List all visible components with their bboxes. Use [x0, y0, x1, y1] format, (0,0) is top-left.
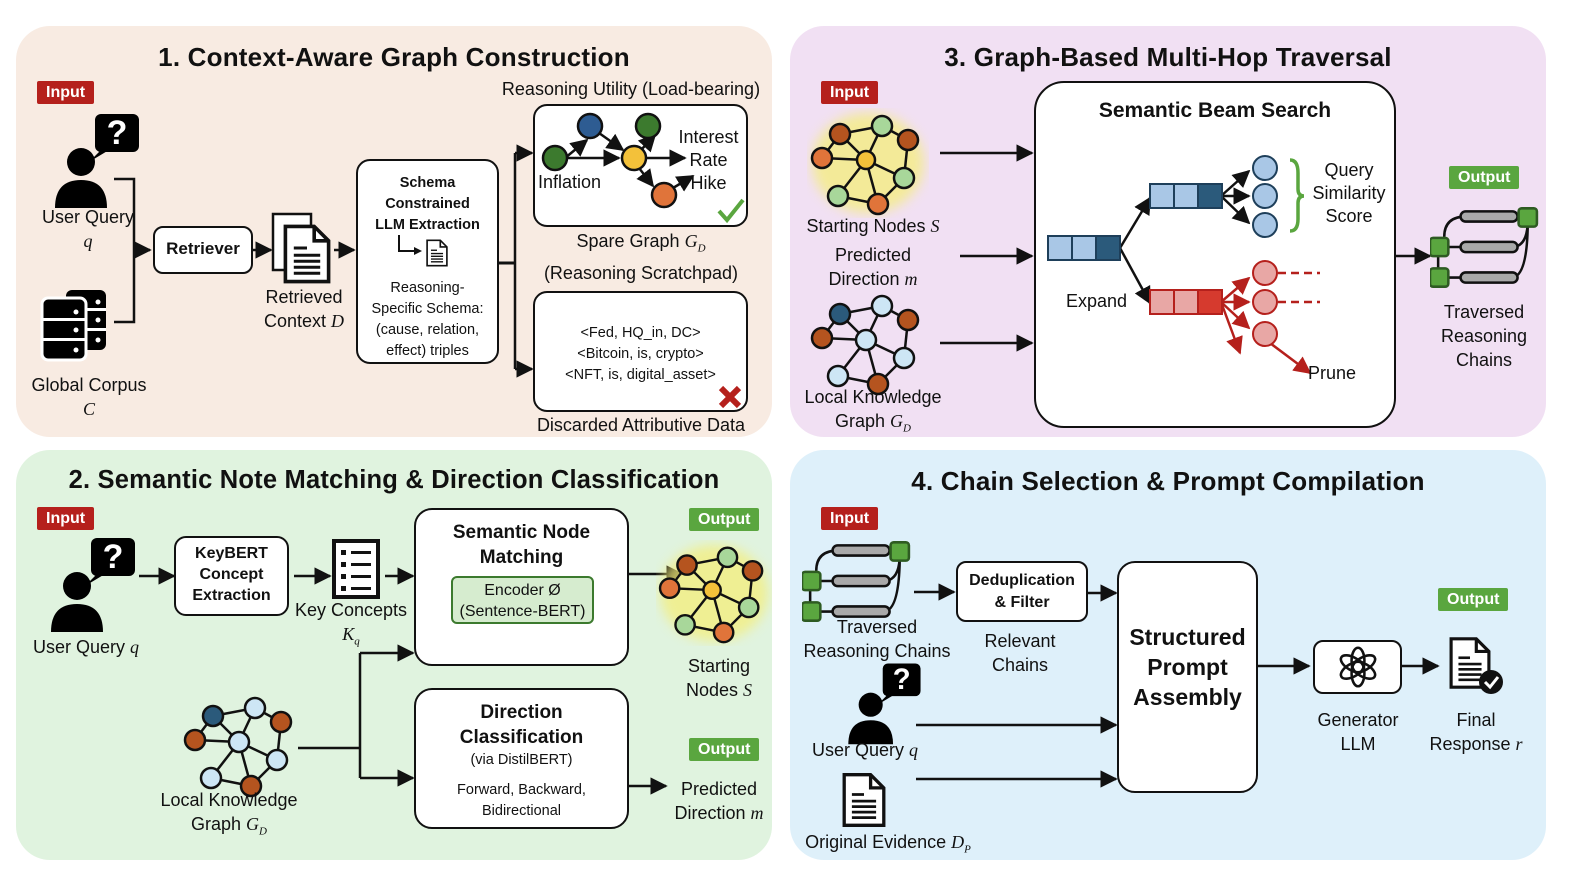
- similarity-brace: [1289, 158, 1305, 233]
- reasoning-chains-icon: [1430, 206, 1542, 288]
- local-knowledge-graph-icon: [180, 690, 302, 800]
- encoder-box: Encoder Ø(Sentence-BERT): [451, 576, 594, 624]
- beam-search-diagram: [1047, 155, 1320, 375]
- panel-title: 4. Chain Selection & Prompt Compilation: [911, 466, 1425, 496]
- retriever-label: Retriever: [166, 239, 240, 258]
- panel-title: 1. Context-Aware Graph Construction: [158, 42, 630, 72]
- panel1-connectors: [114, 144, 534, 378]
- discarded-caption: Discarded Attributive Data: [536, 415, 746, 435]
- generator-llm-box[interactable]: [1313, 640, 1402, 694]
- discarded-triples: <Fed, HQ_in, DC> <Bitcoin, is, crypto> <…: [535, 323, 746, 386]
- output-badge: Output: [1438, 588, 1509, 611]
- starting-nodes-graph-icon: [656, 540, 772, 646]
- panel-prompt-compilation: 4. Chain Selection & Prompt Compilation …: [790, 450, 1546, 860]
- dedup-filter-box[interactable]: Deduplication& Filter: [956, 561, 1088, 622]
- panel-graph-construction: 1. Context-Aware Graph Construction Inpu…: [16, 26, 772, 437]
- input-badge: Input: [821, 507, 879, 530]
- extract-doc-icon: [398, 235, 448, 267]
- semantic-beam-search-box: Semantic Beam Search: [1034, 81, 1396, 428]
- panel-title: 2. Semantic Note Matching & Direction Cl…: [68, 466, 720, 494]
- user-query-label: User Query q: [811, 740, 919, 760]
- triple: <Bitcoin, is, crypto>: [577, 346, 704, 362]
- expand-label: Expand: [1066, 291, 1128, 311]
- prune-label: Prune: [1308, 363, 1357, 383]
- starting-nodes-label: Starting Nodes S: [806, 216, 940, 236]
- dc-via: (via DistilBERT): [470, 752, 573, 768]
- retriever-box[interactable]: Retriever: [153, 226, 253, 274]
- panel3-connectors: [940, 144, 1432, 352]
- triple: <NFT, is, digital_asset>: [565, 367, 716, 383]
- output-badge: Output: [689, 508, 760, 531]
- llm-logo-icon: [1339, 646, 1377, 688]
- check-icon: [717, 198, 745, 224]
- sparse-graph-label: Spare Graph GD (Reasoning Scratchpad): [543, 231, 739, 283]
- dc-options: Forward, Backward,Bidirectional: [457, 782, 586, 819]
- reasoning-utility-caption: Reasoning Utility (Load-bearing): [501, 79, 761, 99]
- output-badge: Output: [1449, 166, 1520, 189]
- final-response-doc-icon: [1449, 637, 1503, 694]
- key-concepts-list-icon: [332, 539, 380, 599]
- dedup-label: Deduplication& Filter: [969, 572, 1075, 611]
- cross-icon: [718, 385, 742, 409]
- triple: <Fed, HQ_in, DC>: [580, 325, 701, 341]
- retrieved-docs-icon: [271, 212, 331, 284]
- original-evidence-label: Original Evidence DP: [805, 832, 971, 856]
- input-badge: Input: [37, 81, 95, 104]
- panel-multi-hop-traversal: 3. Graph-Based Multi-Hop Traversal Input…: [790, 26, 1546, 437]
- database-icon: [40, 290, 106, 362]
- input-badge: Input: [821, 81, 879, 104]
- input-badge: Input: [37, 507, 95, 530]
- panel4-connectors: [914, 583, 1440, 788]
- panel-title: 3. Graph-Based Multi-Hop Traversal: [944, 42, 1392, 72]
- sparse-graph-diagram: [541, 112, 745, 224]
- panel2-connectors: [139, 565, 684, 795]
- output-badge: Output: [689, 738, 760, 761]
- discarded-data-box: <Fed, HQ_in, DC> <Bitcoin, is, crypto> <…: [533, 291, 748, 412]
- graph-node-inflation: Inflation: [538, 172, 602, 192]
- user-query-label: User Query q: [32, 637, 140, 657]
- beam-search-title: Semantic Beam Search: [1098, 99, 1332, 122]
- schema-text: Reasoning-Specific Schema:(cause, relati…: [371, 280, 484, 359]
- panel-node-matching: 2. Semantic Note Matching & Direction Cl…: [16, 450, 772, 860]
